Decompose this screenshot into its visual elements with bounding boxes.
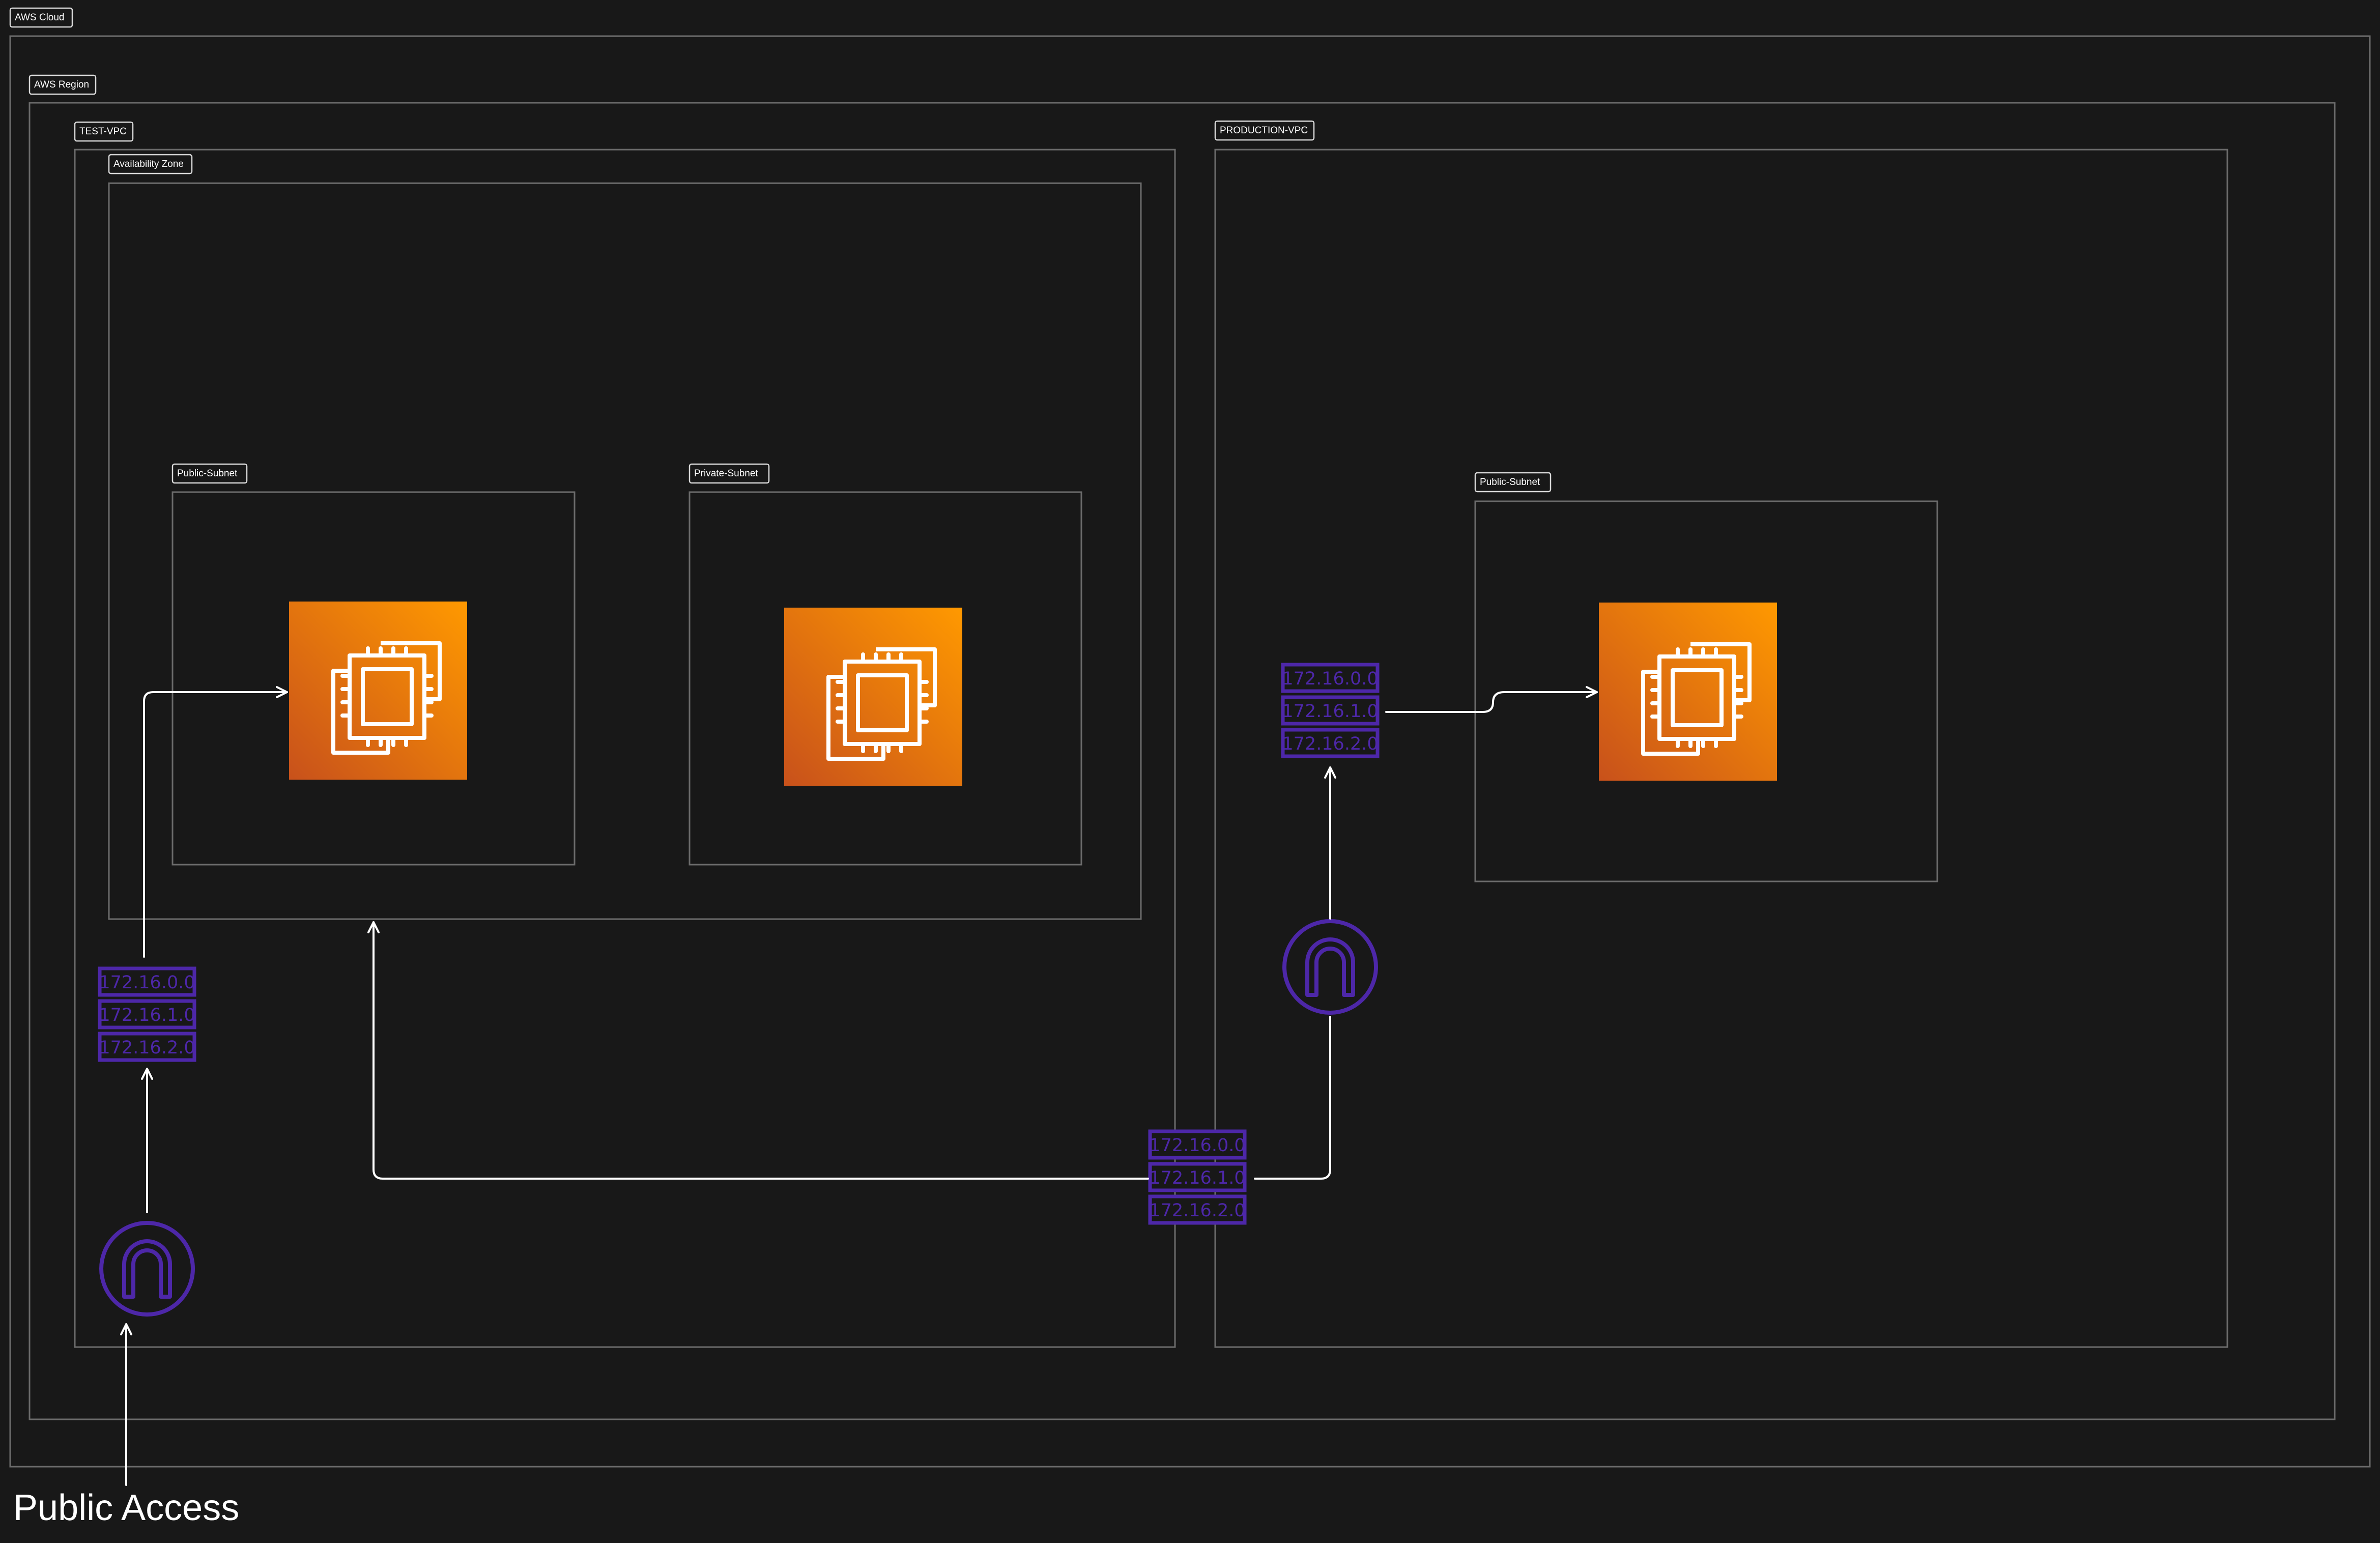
ec2-instance-icon xyxy=(289,602,467,780)
aws-region-group xyxy=(28,102,2336,1420)
svg-text:Private-Subnet: Private-Subnet xyxy=(694,468,758,479)
availability-zone-group xyxy=(108,182,1142,920)
route-entry: 172.16.0.0 xyxy=(99,973,195,993)
public-access-label: Public Access xyxy=(13,1488,239,1528)
route-table-to-test-ec2-arrow xyxy=(143,686,288,958)
production-public-subnet-label: Public-Subnet xyxy=(1474,472,1552,493)
peering-route-to-availability-zone-arrow xyxy=(367,921,1149,1180)
route-entry: 172.16.1.0 xyxy=(1149,1168,1245,1188)
internet-gateway-icon xyxy=(101,1223,193,1315)
svg-text:PRODUCTION-VPC: PRODUCTION-VPC xyxy=(1220,125,1308,136)
route-table-icon: 172.16.0.0 172.16.1.0 172.16.2.0 xyxy=(1281,663,1380,758)
test-public-subnet-group xyxy=(171,491,576,866)
route-table-to-production-ec2-arrow xyxy=(1385,686,1598,713)
test-public-subnet-label: Public-Subnet xyxy=(171,463,248,484)
production-vpc-label: PRODUCTION-VPC xyxy=(1214,120,1315,141)
svg-text:AWS Cloud: AWS Cloud xyxy=(15,12,65,23)
production-public-subnet-group xyxy=(1474,500,1938,882)
svg-text:Availability Zone: Availability Zone xyxy=(113,159,184,169)
svg-text:AWS Region: AWS Region xyxy=(34,79,89,90)
test-vpc-group xyxy=(74,149,1176,1348)
route-entry: 172.16.2.0 xyxy=(1282,734,1378,754)
route-entry: 172.16.1.0 xyxy=(1282,701,1378,722)
route-entry: 172.16.2.0 xyxy=(1149,1201,1245,1221)
route-entry: 172.16.1.0 xyxy=(99,1005,195,1025)
availability-zone-label: Availability Zone xyxy=(108,154,193,175)
svg-text:Public-Subnet: Public-Subnet xyxy=(1480,477,1540,488)
internet-gateway-icon xyxy=(1284,921,1376,1013)
route-entry: 172.16.0.0 xyxy=(1149,1135,1245,1156)
route-entry: 172.16.0.0 xyxy=(1282,669,1378,689)
route-table-icon: 172.16.0.0 172.16.1.0 172.16.2.0 xyxy=(1148,1129,1247,1225)
peering-route-to-production-gateway-connector xyxy=(1254,1016,1331,1180)
aws-cloud-label: AWS Cloud xyxy=(9,7,73,28)
test-vpc-label: TEST-VPC xyxy=(74,121,134,142)
svg-text:TEST-VPC: TEST-VPC xyxy=(79,126,127,137)
route-entry: 172.16.2.0 xyxy=(99,1038,195,1058)
test-private-subnet-group xyxy=(689,491,1082,866)
ec2-instance-icon xyxy=(784,608,962,786)
production-vpc-group xyxy=(1214,149,2228,1348)
aws-cloud-group xyxy=(9,35,2371,1468)
test-private-subnet-label: Private-Subnet xyxy=(689,463,770,484)
svg-text:Public-Subnet: Public-Subnet xyxy=(177,468,238,479)
ec2-instance-icon xyxy=(1599,603,1777,781)
route-table-icon: 172.16.0.0 172.16.1.0 172.16.2.0 xyxy=(98,966,196,1062)
aws-region-label: AWS Region xyxy=(28,74,97,95)
